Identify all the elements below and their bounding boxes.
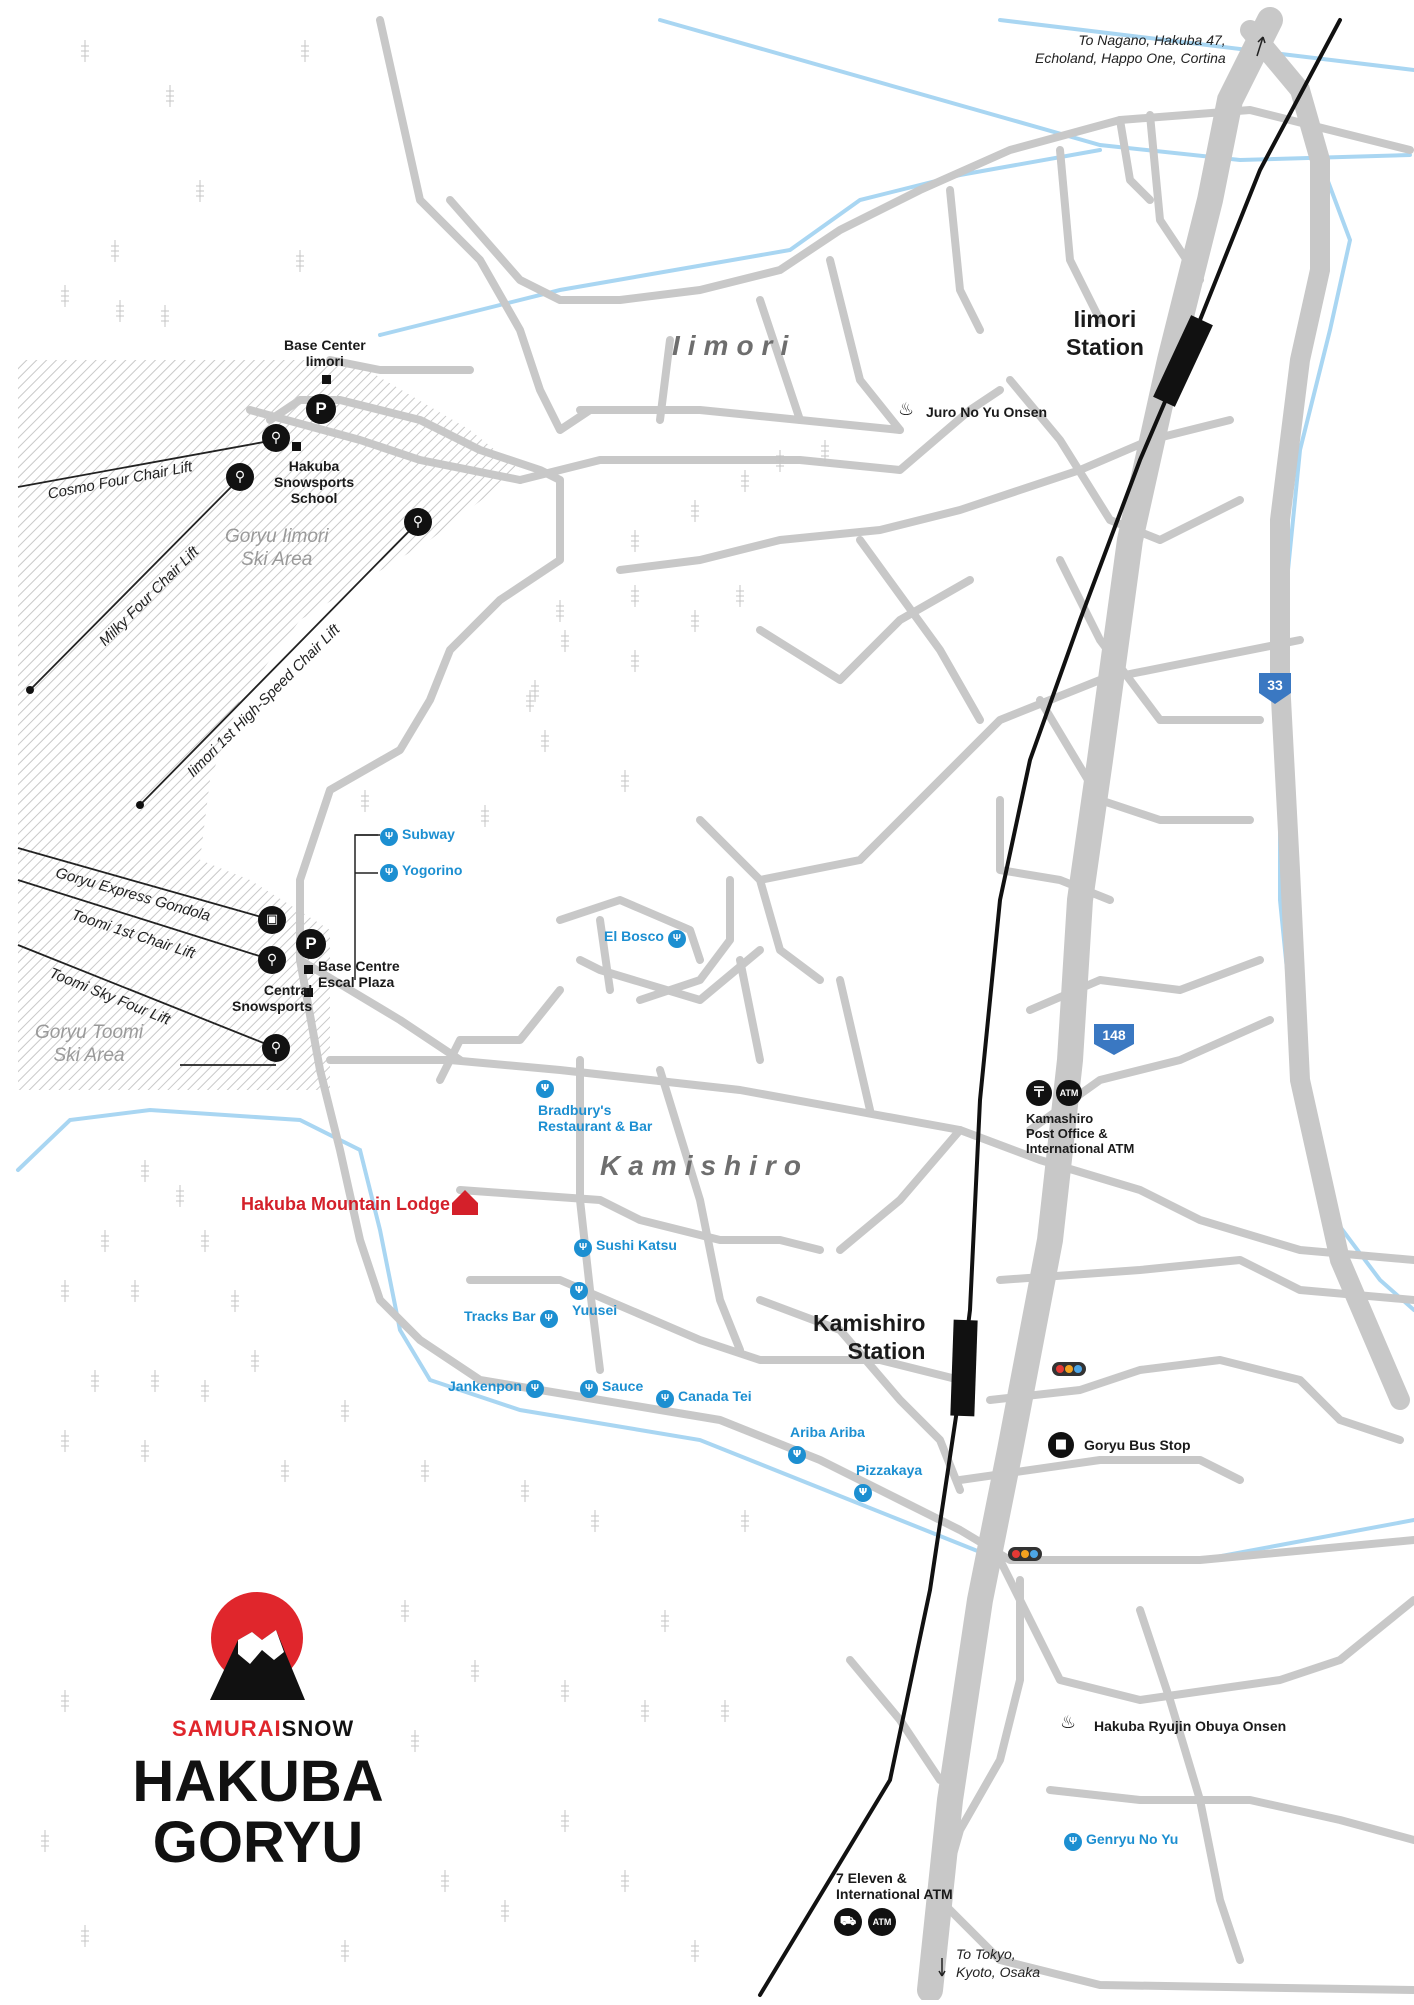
ski-area-toomi-label: Goryu Toomi Ski Area bbox=[35, 1022, 144, 1066]
lift-icon-toomi-1st: ⚲ bbox=[258, 946, 286, 974]
lift-terminals bbox=[26, 686, 144, 809]
label-central-snowsports: Central Snowsports bbox=[232, 982, 313, 1015]
north-arrow bbox=[1256, 36, 1264, 57]
restaurant-icon: Ψ bbox=[380, 828, 398, 846]
place-markers bbox=[292, 375, 331, 997]
brand-name: SAMURAISNOW bbox=[172, 1716, 355, 1741]
label-hakuba-snowsports-school: Hakuba Snowsports School bbox=[274, 458, 355, 507]
ski-area-toomi-hatch bbox=[18, 860, 330, 1090]
label-goryu-bus-stop: Goryu Bus Stop bbox=[1084, 1437, 1191, 1453]
lift-icon-cosmo: ⚲ bbox=[262, 424, 290, 452]
parking-icon-iimori: P bbox=[306, 394, 336, 424]
restaurant-icon: Ψ bbox=[580, 1380, 598, 1398]
iimori-station-platform bbox=[1153, 315, 1213, 407]
north-arrow-head bbox=[1257, 36, 1266, 44]
label-seven-eleven: 7 Eleven & International ATM bbox=[836, 1870, 953, 1903]
label-hakuba-mountain-lodge: Hakuba Mountain Lodge bbox=[241, 1194, 450, 1214]
restaurant-icon-yuusei: Ψ bbox=[570, 1282, 588, 1300]
bus-stop-icon: ■ bbox=[1048, 1432, 1074, 1458]
onsen-icon-juro: ♨ bbox=[898, 399, 915, 420]
ski-area-iimori-label: Goryu Iimori Ski Area bbox=[225, 526, 329, 570]
traffic-light-1 bbox=[1052, 1362, 1086, 1376]
highway-148 bbox=[917, 7, 1410, 2003]
lift-lines bbox=[17, 439, 419, 1066]
direction-north: To Nagano, Hakuba 47, Echoland, Happo On… bbox=[1035, 32, 1226, 66]
traffic-light-2 bbox=[1008, 1547, 1042, 1561]
shop-icon: ⛟ bbox=[834, 1908, 862, 1936]
south-arrow-head bbox=[938, 1970, 946, 1977]
ski-area-iimori-hatch bbox=[18, 360, 520, 880]
restaurant-pizzakaya: Pizzakaya bbox=[856, 1462, 923, 1478]
label-post-office: Kamashiro Post Office & International AT… bbox=[1026, 1111, 1135, 1156]
restaurant-icon: Ψ bbox=[667, 930, 686, 948]
area-label-iimori: Iimori bbox=[672, 330, 797, 361]
route-148-shield bbox=[1094, 1024, 1134, 1055]
lift-icon-iimori-hs: ⚲ bbox=[404, 508, 432, 536]
station-kamishiro-label: Kamishiro Station bbox=[813, 1310, 926, 1364]
kamishiro-station-platform bbox=[950, 1319, 978, 1417]
restaurant-icon: Ψ bbox=[656, 1390, 674, 1408]
post-office-icon: 〒 bbox=[1026, 1080, 1052, 1106]
route-33-label: 33 bbox=[1267, 677, 1283, 693]
label-base-centre-escal: Base Centre Escal Plaza bbox=[318, 958, 400, 991]
restaurant-icon-bradburys: Ψ bbox=[536, 1080, 554, 1098]
restaurant-ariba-ariba: Ariba Ariba bbox=[790, 1424, 865, 1440]
parking-icon-escal: P bbox=[296, 929, 326, 959]
brand-title: HAKUBA GORYU bbox=[132, 1749, 384, 1875]
lift-icon-milky: ⚲ bbox=[226, 463, 254, 491]
restaurant-icon-ariba: Ψ bbox=[788, 1446, 806, 1464]
restaurant-icon: Ψ bbox=[574, 1239, 592, 1257]
restaurant-icon: Ψ bbox=[1064, 1833, 1082, 1851]
restaurant-icon-pizzakaya: Ψ bbox=[854, 1484, 872, 1502]
label-juro-no-yu: Juro No Yu Onsen bbox=[926, 404, 1048, 420]
lodge-house-icon bbox=[452, 1190, 478, 1215]
gondola-icon: ▣ bbox=[258, 906, 286, 934]
route-33-shield bbox=[1259, 673, 1291, 704]
direction-south: To Tokyo, Kyoto, Osaka bbox=[956, 1946, 1041, 1980]
restaurant-yuusei: Yuusei bbox=[572, 1302, 618, 1318]
label-base-center-iimori: Base Center Iimori bbox=[284, 337, 366, 370]
area-label-kamishiro: Kamishiro bbox=[600, 1150, 809, 1181]
restaurant-icon: Ψ bbox=[525, 1380, 544, 1398]
route-148-label: 148 bbox=[1102, 1027, 1126, 1043]
station-iimori-label: Iimori Station bbox=[1066, 306, 1144, 360]
label-obuya-onsen: Hakuba Ryujin Obuya Onsen bbox=[1094, 1718, 1287, 1734]
samurai-snow-logo bbox=[210, 1592, 305, 1700]
restaurant-icon: Ψ bbox=[380, 864, 398, 882]
restaurant-icon: Ψ bbox=[539, 1310, 558, 1328]
atm-icon-seven-eleven: ATM bbox=[868, 1908, 896, 1936]
atm-icon-post: ATM bbox=[1056, 1080, 1082, 1106]
restaurant-bradburys: Bradbury's Restaurant & Bar bbox=[538, 1102, 653, 1135]
onsen-icon-obuya: ♨ bbox=[1060, 1712, 1077, 1733]
roads bbox=[246, 16, 1414, 1994]
lift-icon-toomi-sky: ⚲ bbox=[262, 1034, 290, 1062]
